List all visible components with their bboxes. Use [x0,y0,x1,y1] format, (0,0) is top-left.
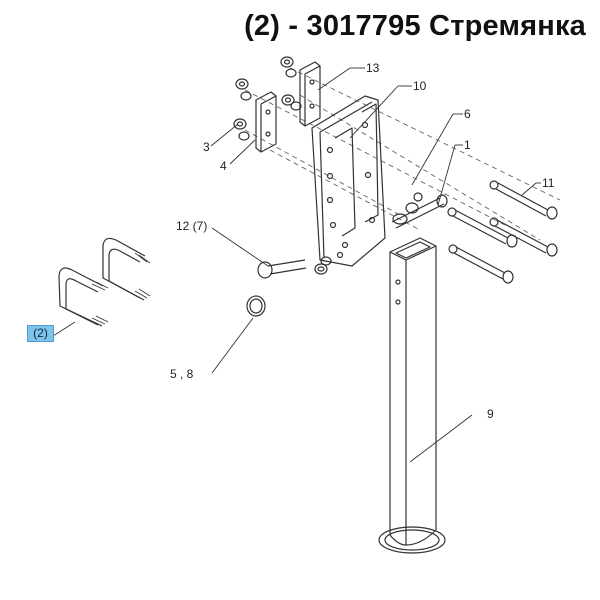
page-title: (2) - 3017795 Стремянка [244,10,586,42]
bolt-set-front [391,192,448,229]
leader-lines [52,67,541,463]
callout-9[interactable]: 9 [487,407,494,421]
callout-5-8[interactable]: 5 , 8 [170,367,194,381]
callout-3[interactable]: 3 [203,140,210,154]
long-bolts-11 [447,180,558,284]
callout-13[interactable]: 13 [366,61,380,75]
spacer-block-13 [299,61,321,127]
callout-6[interactable]: 6 [464,107,471,121]
retaining-ring [246,295,266,317]
callout-11[interactable]: 11 [542,176,555,190]
bracket-plate-10 [311,95,386,267]
callout-12-7[interactable]: 12 (7) [176,219,207,233]
callout-10[interactable]: 10 [413,79,427,93]
square-post-9 [378,237,446,554]
callout-1[interactable]: 1 [464,138,471,152]
u-bolts-2 [58,237,151,327]
nut-washer-set [233,56,302,141]
callout-4[interactable]: 4 [220,159,227,173]
pin-12 [257,256,332,279]
assembly-dashed-lines [244,67,561,241]
callout-2-selected[interactable]: (2) [27,325,54,342]
spacer-block-4 [255,91,277,153]
